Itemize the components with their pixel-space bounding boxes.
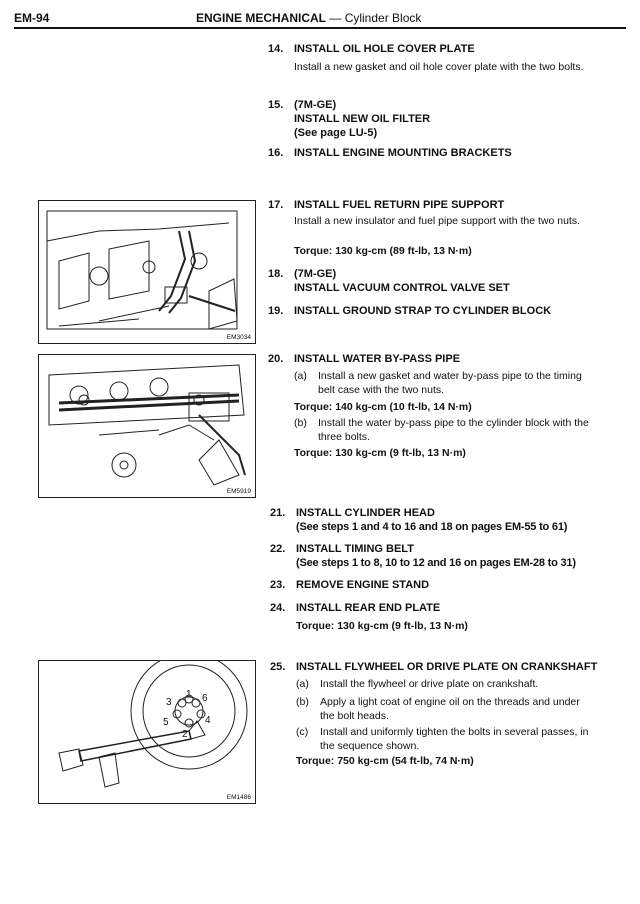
step-19: 19. INSTALL GROUND STRAP TO CYLINDER BLO… [268,304,608,320]
step-14: 14. INSTALL OIL HOLE COVER PLATE Install… [268,42,608,92]
step-body: Install a new insulator and fuel pipe su… [294,215,581,227]
title-separator: — [326,11,345,25]
step-title: INSTALL CYLINDER HEAD [296,507,435,519]
step-number: 24. [270,602,286,614]
step-22: 22. INSTALL TIMING BELT (See steps 1 to … [270,542,610,572]
sequence-number-4: 4 [205,715,211,726]
step-title: INSTALL FUEL RETURN PIPE SUPPORT [294,199,505,211]
step-number: 21. [270,507,286,519]
step-21: 21. INSTALL CYLINDER HEAD (See steps 1 a… [270,506,610,536]
step-title: INSTALL GROUND STRAP TO CYLINDER BLOCK [294,305,552,317]
step-20: 20. INSTALL WATER BY-PASS PIPE (a) Insta… [268,352,608,464]
torque-spec: Torque: 750 kg-cm (54 ft-lb, 74 N·m) [296,755,474,767]
step-reference: (See steps 1 to 8, 10 to 12 and 16 on pa… [296,557,576,569]
section-title: ENGINE MECHANICAL [196,11,327,25]
step-23: 23. REMOVE ENGINE STAND [270,578,610,594]
step-qualifier: (7M-GE) [294,268,337,280]
torque-spec: Torque: 140 kg-cm (10 ft-lb, 14 N·m) [294,401,472,413]
step-number: 20. [268,353,284,365]
step-15: 15. (7M-GE) INSTALL NEW OIL FILTER (See … [268,98,608,142]
step-body: Install a new gasket and oil hole cover … [294,61,584,73]
figure-code: EM3034 [226,334,251,341]
substep-text: Install and uniformly tighten the bolts … [320,726,589,752]
flywheel-bolt-sequence-figure: 1 2 3 4 5 6 EM1486 [38,660,256,804]
substep-text: Install a new gasket and water by-pass p… [318,370,582,396]
page-number: EM-94 [14,11,50,25]
sequence-number-6: 6 [202,693,208,704]
step-number: 23. [270,579,286,591]
step-number: 14. [268,43,284,55]
step-title: INSTALL VACUUM CONTROL VALVE SET [294,282,510,294]
step-title: INSTALL REAR END PLATE [296,602,441,614]
step-reference: (See steps 1 and 4 to 16 and 18 on pages… [296,521,568,533]
step-title: INSTALL NEW OIL FILTER [294,113,431,125]
step-16: 16. INSTALL ENGINE MOUNTING BRACKETS [268,146,608,162]
step-24: 24. INSTALL REAR END PLATE Torque: 130 k… [270,601,610,635]
step-qualifier: (7M-GE) [294,99,337,111]
step-reference: (See page LU-5) [294,127,378,139]
substep-text: Install the flywheel or drive plate on c… [320,678,539,690]
subsection-title: Cylinder Block [344,11,422,25]
page-title: ENGINE MECHANICAL — Cylinder Block [196,11,421,25]
header-rule [14,27,626,29]
step-number: 25. [270,661,286,673]
step-title: INSTALL ENGINE MOUNTING BRACKETS [294,147,512,159]
substep-letter: (a) [296,678,309,690]
step-number: 18. [268,268,284,280]
sequence-number-5: 5 [163,717,169,728]
step-number: 16. [268,147,284,159]
torque-spec: Torque: 130 kg-cm (9 ft-lb, 13 N·m) [296,620,468,632]
substep-letter: (b) [294,417,307,429]
water-bypass-pipe-illustration [48,364,246,486]
flywheel-illustration [58,661,248,788]
step-number: 15. [268,99,284,111]
substep-letter: (a) [294,370,307,382]
step-title: INSTALL WATER BY-PASS PIPE [294,353,461,365]
step-number: 17. [268,199,284,211]
step-number: 22. [270,543,286,555]
step-title: REMOVE ENGINE STAND [296,579,430,591]
fuel-pipe-support-illustration [46,210,238,330]
step-title: INSTALL FLYWHEEL OR DRIVE PLATE ON CRANK… [296,661,598,673]
step-title: INSTALL OIL HOLE COVER PLATE [294,43,475,55]
substep-letter: (c) [296,726,309,738]
sequence-number-1: 1 [186,689,192,700]
sequence-number-2: 2 [182,729,188,740]
substep-letter: (b) [296,696,309,708]
step-17: 17. INSTALL FUEL RETURN PIPE SUPPORT Ins… [268,198,608,260]
torque-spec: Torque: 130 kg-cm (9 ft-lb, 13 N·m) [294,447,466,459]
figure-code: EM1486 [226,794,251,801]
step-25: 25. INSTALL FLYWHEEL OR DRIVE PLATE ON C… [270,660,610,772]
fuel-pipe-support-figure: EM3034 [38,200,256,344]
substep-text: Apply a light coat of engine oil on the … [320,696,580,722]
water-bypass-pipe-figure: EM5919 [38,354,256,498]
step-title: INSTALL TIMING BELT [296,543,414,555]
substep-text: Install the water by-pass pipe to the cy… [318,417,589,443]
step-number: 19. [268,305,284,317]
sequence-number-3: 3 [166,697,172,708]
figure-code: EM5919 [226,488,251,495]
torque-spec: Torque: 130 kg-cm (89 ft-lb, 13 N·m) [294,245,472,257]
page-header: EM-94 ENGINE MECHANICAL — Cylinder Block [0,0,640,29]
step-18: 18. (7M-GE) INSTALL VACUUM CONTROL VALVE… [268,267,608,297]
